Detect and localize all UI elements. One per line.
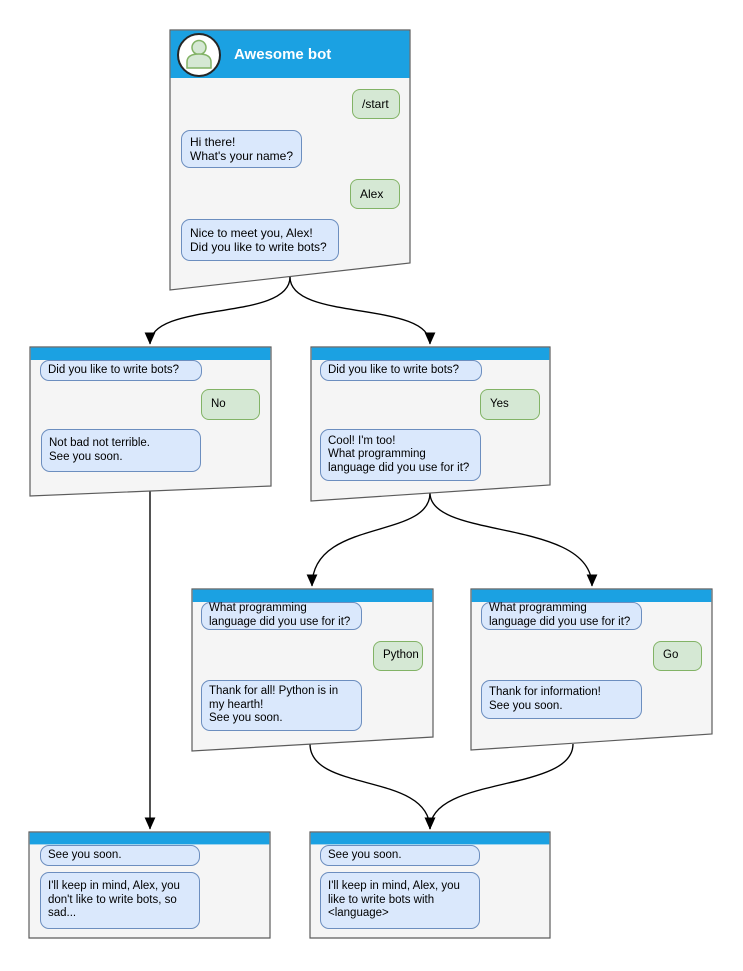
- connector-yes-to-python: [306, 492, 431, 587]
- chat-bubble-bot: Thank for all! Python is in my hearth! S…: [201, 680, 362, 731]
- bot-name-title: Awesome bot: [234, 46, 332, 63]
- node-branch-go-header: [471, 589, 712, 602]
- connector-start-to-yes-branch: [289, 276, 436, 345]
- chat-bubble-bot: What programming language did you use fo…: [481, 602, 642, 630]
- chat-bubble-bot: Cool! I'm too! What programming language…: [320, 429, 481, 481]
- chat-bubble-bot: Hi there! What's your name?: [181, 130, 302, 168]
- node-end-yes-header: [310, 832, 550, 845]
- person-icon: [191, 39, 207, 56]
- node-branch-no-header: [30, 347, 271, 360]
- chat-bubble-bot: See you soon.: [40, 845, 200, 866]
- bot-avatar: [177, 33, 221, 77]
- node-branch-yes-header: [311, 347, 550, 360]
- chat-bubble-bot: See you soon.: [320, 845, 480, 866]
- chat-bubble-user: No: [201, 389, 260, 420]
- person-icon: [186, 53, 212, 69]
- chat-bubble-user: Alex: [350, 179, 400, 209]
- chat-bubble-bot: I'll keep in mind, Alex, you like to wri…: [320, 872, 480, 929]
- chat-bubble-bot: What programming language did you use fo…: [201, 602, 362, 630]
- connector-python-to-end: [309, 743, 436, 830]
- chat-bubble-bot: Did you like to write bots?: [40, 360, 202, 381]
- connector-go-to-end: [424, 743, 574, 830]
- chat-bubble-bot: Not bad not terrible. See you soon.: [41, 429, 201, 472]
- chat-bubble-user: Yes: [480, 389, 540, 420]
- connector-yes-to-go: [429, 492, 598, 587]
- chat-bubble-user: /start: [352, 89, 400, 119]
- chat-bubble-bot: I'll keep in mind, Alex, you don't like …: [40, 872, 200, 929]
- chat-bubble-bot: Did you like to write bots?: [320, 360, 482, 381]
- node-end-no-header: [29, 832, 270, 845]
- node-branch-python-header: [192, 589, 433, 602]
- chat-bubble-bot: Thank for information! See you soon.: [481, 680, 642, 719]
- chat-bubble-bot: Nice to meet you, Alex! Did you like to …: [181, 219, 339, 261]
- chat-bubble-user: Python: [373, 641, 423, 671]
- connector-start-to-no-branch: [144, 276, 291, 345]
- chat-bubble-user: Go: [653, 641, 702, 671]
